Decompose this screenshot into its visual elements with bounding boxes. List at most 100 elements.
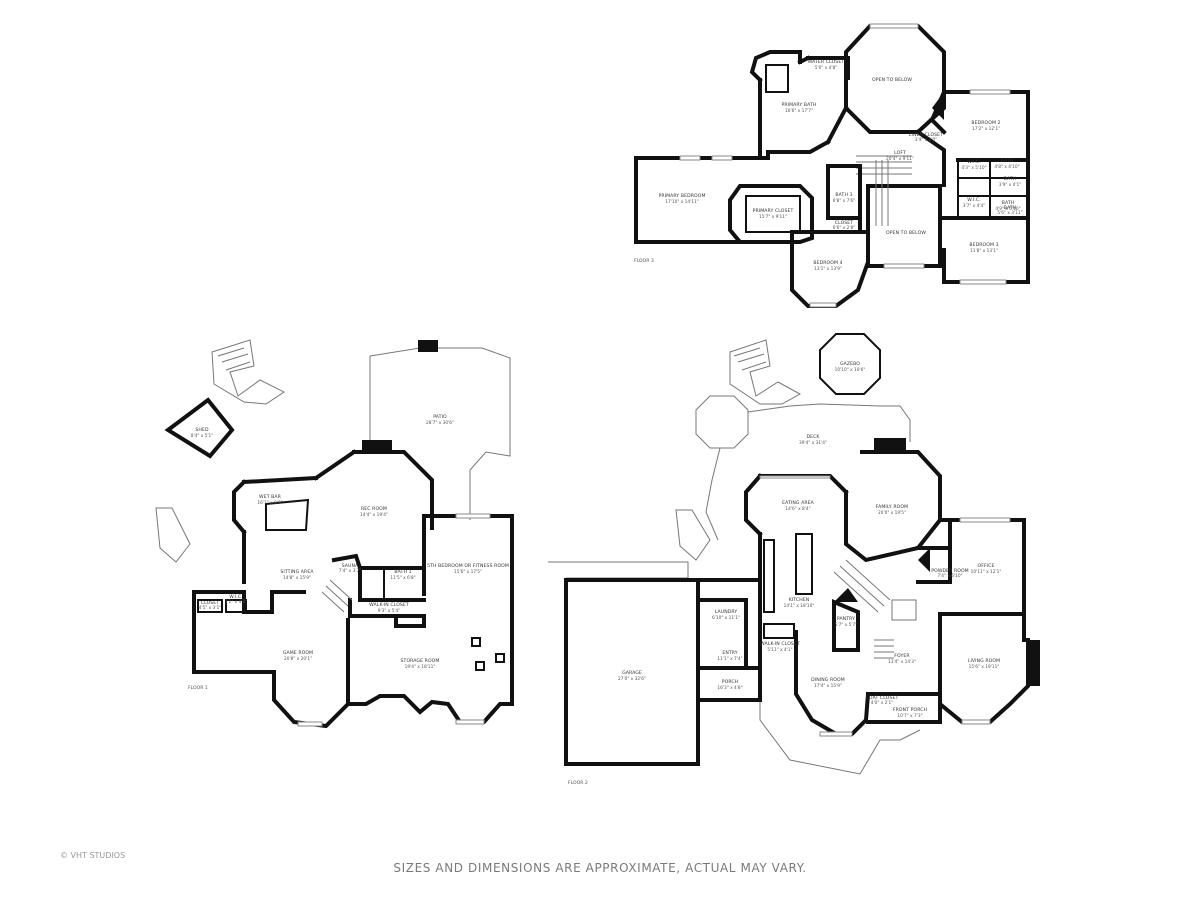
room-name: REC ROOM	[361, 506, 387, 512]
room-name: EATING AREA	[782, 500, 815, 506]
room-dim: 14'6" x 8'4"	[785, 506, 810, 512]
room-name: BATH	[1002, 200, 1015, 206]
floor-3	[634, 23, 1030, 308]
room-dim: 6'6" x 2'8"	[833, 225, 856, 231]
floor-label: FLOOR 1	[188, 685, 208, 691]
room-dim: 5'6" x 3'11"	[997, 210, 1022, 216]
room-dim: 15'7" x 9'11"	[759, 214, 787, 220]
room-name: DINING ROOM	[811, 677, 845, 683]
room-name: 5TH BEDROOM OR FITNESS ROOM	[427, 563, 509, 569]
room-name: LAUNDRY	[715, 609, 738, 615]
room-dim: 8'4" x 5'1"	[191, 433, 214, 439]
room-name: CLOSET	[201, 600, 220, 606]
room-dim: 20'0" x 19'5"	[878, 510, 906, 516]
room-name: GAME ROOM	[283, 650, 313, 656]
room-dim: 3'4" x 2'0"	[915, 137, 938, 143]
floor-1	[155, 339, 514, 729]
room-name: WALK-IN CLOSET	[760, 641, 800, 647]
room-dim: 16'1" x 9'8"	[257, 500, 282, 506]
room-dim: 6'10" x 11'1"	[712, 615, 740, 621]
room-dim: 14'8" x 15'9"	[283, 575, 311, 581]
room-name: W.I.C.	[967, 159, 981, 165]
room-labels: SHED 8'4" x 5'1" PATIO 28'7" x 30'6" WET…	[188, 59, 1023, 786]
floor-label: FLOOR 3	[634, 258, 654, 264]
room-dim: 5'11" x 4'1"	[767, 647, 792, 653]
room-dim: 39'4" x 31'4"	[799, 440, 827, 446]
room-dim: 6'8" x 7'6"	[833, 198, 856, 204]
room-dim: 27'0" x 32'6"	[618, 676, 646, 682]
room-dim: 10'10" x 10'6"	[835, 367, 866, 373]
room-name: W.I.C.	[967, 197, 981, 203]
room-dim: 5'7" x 5'7"	[835, 622, 858, 628]
room-dim: 7'4" x 3'7"	[339, 568, 362, 574]
room-name: BATH	[1004, 205, 1017, 211]
room-name: GAZEBO	[840, 361, 860, 367]
room-dim: 15'6" x 19'11"	[969, 664, 1000, 670]
room-name: BATH 3	[835, 192, 852, 198]
room-dim: 4'3" x 5'10"	[961, 165, 986, 171]
room-dim: 19'4" x 18'11"	[405, 664, 436, 670]
room-dim: 11'1" x 7'4"	[717, 656, 742, 662]
room-name: PRIMARY BATH	[782, 102, 817, 108]
room-name: SAUNA	[342, 563, 359, 569]
room-dim: 16'6" x 17'7"	[785, 108, 813, 114]
disclaimer-text: SIZES AND DIMENSIONS ARE APPROXIMATE, AC…	[393, 861, 807, 875]
room-name: PATIO	[433, 414, 447, 420]
room-dim: 3'7" x 4'4"	[963, 203, 986, 209]
room-name: ENTRY	[722, 650, 737, 656]
room-name: BATH 1	[394, 569, 411, 575]
room-dim: 14'4" x 19'4"	[360, 512, 388, 518]
room-dim: 15'6" x 17'5"	[454, 569, 482, 575]
room-dim: 11'8" x 13'1"	[970, 248, 998, 254]
room-name: STORAGE ROOM	[401, 658, 440, 664]
room-dim: 17'2" x 12'1"	[972, 126, 1000, 132]
room-dim: 4'0" x 2'1"	[871, 700, 894, 706]
room-name: BEDROOM 2	[971, 120, 1000, 126]
room-name: GARAGE	[622, 670, 642, 676]
room-name: BEDROOM 3	[969, 242, 998, 248]
room-dim: 3'9" x 4'1"	[999, 182, 1022, 188]
room-name: OPEN TO BELOW	[886, 230, 926, 236]
room-name: KITCHEN	[789, 597, 810, 603]
room-dim: 10'11" x 12'1"	[971, 569, 1002, 575]
room-name: PRIMARY BEDROOM	[658, 193, 705, 199]
room-dim: 20'8" x 20'1"	[284, 656, 312, 662]
room-dim: 4'8" x 4'10"	[994, 164, 1019, 170]
room-name: SITTING AREA	[280, 569, 314, 575]
room-dim: 4'9" x 5'10"	[995, 206, 1020, 212]
room-name: POWDER ROOM	[931, 568, 969, 574]
room-name: WET BAR	[259, 494, 282, 500]
room-dim: 11'5" x 6'8"	[390, 575, 415, 581]
room-name: OPEN TO BELOW	[872, 77, 912, 83]
room-name: DECK	[806, 434, 820, 440]
room-dim: 7'4" x 6'10"	[937, 573, 962, 579]
room-name: LOFT	[894, 150, 906, 156]
room-name: LINEN CLOSET	[909, 132, 943, 138]
room-name: FAMILY ROOM	[876, 504, 908, 510]
room-name: OFFICE	[978, 563, 995, 569]
room-dim: 17'4" x 15'9"	[814, 683, 842, 689]
room-dim: 13'1" x 13'9"	[814, 266, 842, 272]
room-dim: 28'7" x 30'6"	[426, 420, 454, 426]
copyright-text: © VHT STUDIOS	[60, 851, 126, 860]
room-name: BATH	[1004, 176, 1017, 182]
room-name: CLOSET	[835, 220, 854, 226]
room-name: BEDROOM 4	[813, 260, 842, 266]
room-dim: 3'2" x 4'2"	[225, 599, 248, 605]
room-name: FRONT PORCH	[893, 707, 927, 713]
floor-2	[548, 333, 1040, 775]
room-dim: 17'10" x 14'11"	[665, 199, 698, 205]
room-name: LIVING ROOM	[968, 658, 1000, 664]
room-name: SHED	[195, 427, 209, 433]
room-dim: 5'0" x 4'8"	[815, 65, 838, 71]
room-dim: 13'4" x 14'3"	[888, 659, 916, 665]
room-name: PORCH	[722, 679, 739, 685]
room-name: WATER CLOSET	[808, 59, 845, 65]
room-name: W.I.C.	[229, 594, 243, 600]
room-name: COAT CLOSET	[866, 695, 899, 701]
room-name: PANTRY	[837, 616, 855, 622]
room-dim: 4'5" x 3'1"	[199, 605, 222, 611]
room-dim: 10'7" x 7'3"	[897, 713, 922, 719]
room-name: PRIMARY CLOSET	[753, 208, 794, 214]
